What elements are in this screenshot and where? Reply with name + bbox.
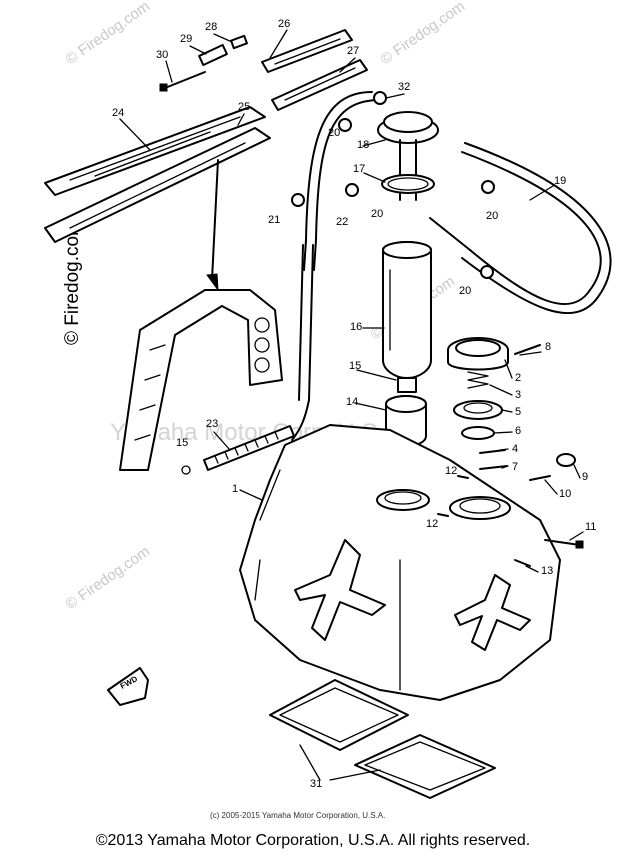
callout-22: 22: [336, 216, 348, 228]
screw-8: [514, 344, 541, 355]
callout-27: 27: [347, 45, 359, 57]
screw-13: [514, 559, 531, 567]
small-copyright: (c) 2005-2015 Yamaha Motor Corporation, …: [210, 811, 385, 820]
callout-26: 26: [278, 18, 290, 30]
screw-12b: [437, 513, 449, 517]
callout-4: 4: [512, 443, 518, 455]
screw-7: [479, 465, 508, 470]
fuel-tank-1: [239, 424, 561, 701]
part-9: [556, 453, 576, 467]
mat-31-right: [354, 734, 496, 799]
callout-10: 10: [559, 488, 571, 500]
callout-30: 30: [156, 49, 168, 61]
callout-7: 7: [512, 461, 518, 473]
callout-18: 18: [357, 139, 369, 151]
callout-16: 16: [350, 321, 362, 333]
callout-19: 19: [554, 175, 566, 187]
callout-17: 17: [353, 163, 365, 175]
callout-6: 6: [515, 425, 521, 437]
clamp-20c: [481, 180, 495, 194]
part-15: [397, 377, 417, 393]
copyright-footer: ©2013 Yamaha Motor Corporation, U.S.A. A…: [95, 832, 531, 849]
filler-cap-18: [377, 111, 439, 201]
o-ring-17: [381, 174, 435, 194]
strap-24: [44, 106, 266, 196]
gasket-6: [461, 426, 495, 440]
clamp-32: [373, 91, 387, 105]
bolt-11: [544, 539, 584, 549]
part-5: [453, 400, 503, 420]
callout-20d: 20: [459, 285, 471, 297]
bolt-30: [159, 71, 206, 92]
part-10: [529, 475, 551, 481]
clip-28: [230, 34, 248, 50]
screw-12a: [457, 475, 469, 479]
clip-15-left: [181, 465, 191, 475]
clamp-20d: [480, 265, 494, 279]
tank-bracket: [119, 159, 283, 471]
callout-12b: 12: [426, 518, 438, 530]
callout-14: 14: [346, 396, 358, 408]
leader-31: [299, 744, 381, 781]
fwd-arrow-icon: FWD: [107, 667, 149, 706]
callout-8: 8: [545, 341, 551, 353]
mat-31-left: [269, 679, 409, 751]
callout-11: 11: [585, 521, 596, 533]
watermark-site-2: © Firedog.com: [378, 0, 469, 68]
callout-25: 25: [238, 101, 250, 113]
callout-12a: 12: [445, 465, 457, 477]
callout-1: 1: [232, 483, 238, 495]
filter-16: [382, 241, 432, 379]
callout-24: 24: [112, 107, 124, 119]
callout-23: 23: [206, 418, 218, 430]
spring-3: [467, 371, 489, 389]
callout-9: 9: [582, 471, 588, 483]
callout-21: 21: [268, 214, 280, 226]
callout-15-left: 15: [176, 437, 188, 449]
cap-2: [447, 337, 509, 371]
callout-20c: 20: [486, 210, 498, 222]
watermark-site-1: © Firedog.com: [63, 0, 154, 68]
callout-20b: 20: [371, 208, 383, 220]
callout-20a: 20: [328, 127, 340, 139]
callout-5: 5: [515, 406, 521, 418]
clamp-21: [291, 193, 305, 207]
leader-lines: [119, 29, 584, 573]
callout-29: 29: [180, 33, 192, 45]
callout-31: 31: [310, 778, 322, 790]
callout-2: 2: [515, 372, 521, 384]
clamp-20a: [338, 118, 352, 132]
strap-27: [271, 59, 368, 111]
strap-25: [44, 127, 271, 243]
callout-32: 32: [398, 81, 410, 93]
watermark-site-4: © Firedog.com: [63, 543, 154, 613]
callout-28: 28: [205, 21, 217, 33]
callout-13: 13: [541, 565, 553, 577]
pin-29: [198, 43, 228, 67]
clamp-20b: [345, 183, 359, 197]
strap-26: [261, 29, 353, 73]
hose-19: [429, 142, 612, 315]
callouts: 28 26 29 30 27 32 24 25 18 20 17 19 20 2…: [112, 18, 596, 790]
hose-23: [203, 425, 295, 471]
callout-3: 3: [515, 389, 521, 401]
side-watermark-label: © Firedog.com: [62, 220, 83, 345]
callout-15-top: 15: [349, 360, 361, 372]
